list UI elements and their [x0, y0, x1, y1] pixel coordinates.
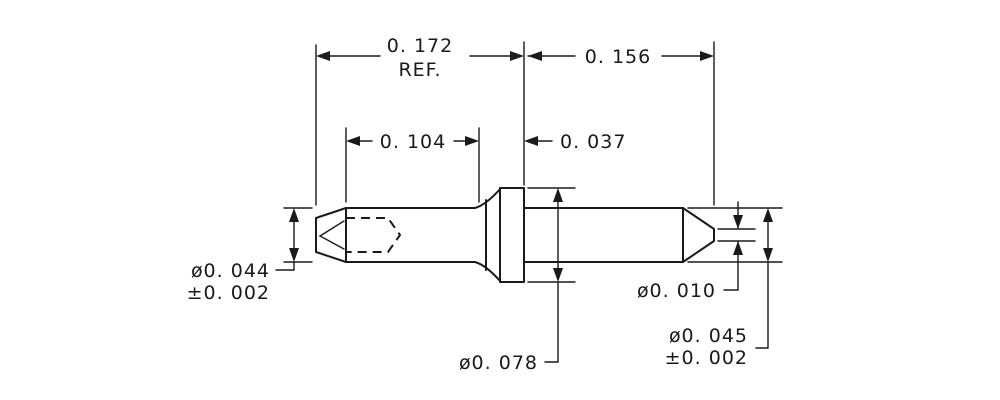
- tip-hole: [318, 217, 402, 253]
- dimension-lines: [275, 51, 773, 363]
- dim-tip-diameter-tol: ±0. 002: [187, 282, 270, 304]
- dim-shank-diameter-tol: ±0. 002: [665, 347, 748, 369]
- dimension-labels: 0. 172 REF. 0. 156 0. 104 0. 037 ø0. 044…: [187, 35, 748, 374]
- tip-inner-v: [318, 220, 345, 250]
- dim-tip-length: 0. 104: [380, 131, 446, 153]
- hidden-hole-outline: [346, 217, 402, 253]
- dim-overall-front-note: REF.: [398, 59, 441, 81]
- pin-outline: [315, 187, 715, 283]
- left-tip-outline: [315, 207, 347, 263]
- collar: [499, 187, 525, 283]
- dim-collar-width: 0. 037: [560, 131, 626, 153]
- dim-point-diameter: ø0. 010: [637, 280, 716, 302]
- dim-collar-diameter: ø0. 078: [459, 352, 538, 374]
- extension-lines: [283, 41, 783, 283]
- dim-rear-length: 0. 156: [585, 46, 651, 68]
- right-point-outline: [682, 207, 715, 263]
- dim-tip-diameter: ø0. 044: [191, 260, 270, 282]
- dim-overall-front: 0. 172: [387, 35, 453, 57]
- dim-shank-diameter: ø0. 045: [669, 325, 748, 347]
